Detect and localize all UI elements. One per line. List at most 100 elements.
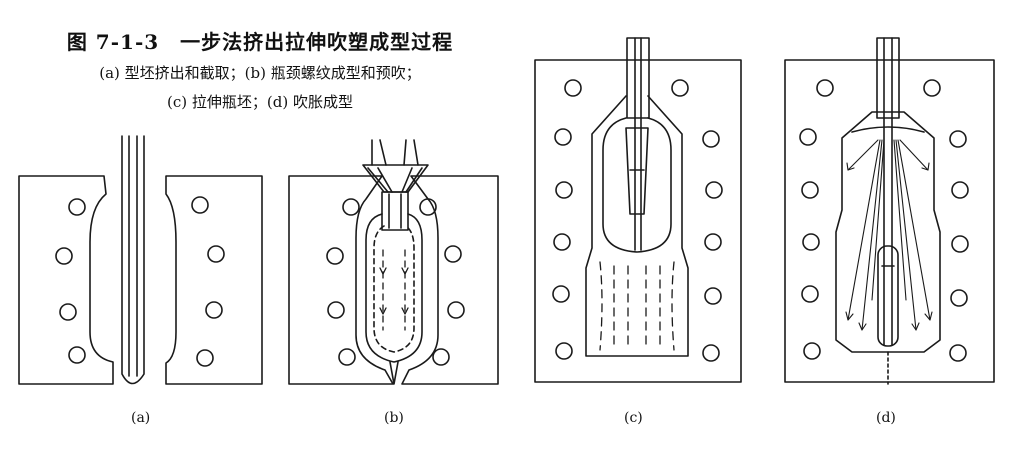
- blow-head-line: [403, 139, 407, 166]
- cooling-hole: [704, 287, 722, 305]
- cooling-hole: [803, 342, 821, 360]
- cooling-hole: [59, 303, 77, 321]
- parison-tube: [121, 135, 145, 385]
- cooling-hole: [191, 196, 209, 214]
- cooling-hole: [327, 301, 345, 319]
- air-flow-arrowhead: [921, 162, 930, 171]
- cooling-hole: [802, 233, 820, 251]
- air-flow-arrow: [871, 139, 885, 301]
- cooling-hole: [554, 128, 572, 146]
- cooling-hole: [705, 181, 723, 199]
- mold-left-half: [288, 175, 394, 385]
- cooling-holes: [552, 79, 723, 362]
- cooling-hole: [419, 198, 437, 216]
- mold-left-half: [18, 175, 114, 385]
- cooling-holes: [326, 198, 465, 366]
- cooling-hole: [326, 247, 344, 265]
- panel-a: [18, 135, 263, 385]
- cooling-holes: [55, 196, 225, 367]
- panel-label-b: (b): [384, 410, 404, 426]
- panel-label-c: (c): [624, 410, 643, 426]
- blow-head-line: [377, 167, 393, 193]
- rod-tip: [877, 245, 899, 347]
- cooling-hole: [553, 233, 571, 251]
- cooling-hole: [196, 349, 214, 367]
- mold-right-half: [165, 175, 263, 385]
- cooling-hole: [949, 130, 967, 148]
- cooling-hole: [207, 245, 225, 263]
- panel-c: [534, 37, 742, 383]
- blown-bottle: [835, 111, 941, 353]
- air-flow-arrowhead: [846, 162, 855, 171]
- air-flow-arrowhead: [924, 311, 933, 321]
- mold-block: [534, 59, 742, 383]
- air-flow-arrowhead: [401, 267, 409, 275]
- blow-head-line: [405, 167, 423, 193]
- air-flow-arrowhead: [401, 307, 409, 315]
- air-flow-arrowhead: [858, 322, 867, 331]
- panel-b: [288, 139, 499, 385]
- cooling-hole: [432, 348, 450, 366]
- blow-pin: [381, 191, 409, 231]
- blow-head-line: [379, 139, 387, 166]
- cooling-hole: [555, 181, 573, 199]
- air-flow-arrowhead: [911, 322, 920, 331]
- air-flow-arrow: [893, 139, 907, 301]
- air-flow-arrow: [847, 139, 881, 321]
- air-flow-arrow: [899, 139, 929, 171]
- cooling-hole: [447, 301, 465, 319]
- cooling-hole: [950, 289, 968, 307]
- air-flow-arrowhead: [845, 311, 854, 321]
- cooling-hole: [799, 128, 817, 146]
- mold-cavity: [585, 95, 689, 357]
- air-flow-arrow: [897, 139, 931, 321]
- cooling-hole: [951, 235, 969, 253]
- stretch-rod-housing: [876, 37, 900, 119]
- cooling-hole: [801, 285, 819, 303]
- cooling-hole: [702, 344, 720, 362]
- air-flow-arrow: [861, 139, 883, 331]
- preblown-parison: [365, 213, 423, 363]
- blow-head-line: [413, 139, 419, 166]
- cooling-hole: [816, 79, 834, 97]
- air-flow-arrowhead: [379, 267, 387, 275]
- air-flow-arrow: [895, 139, 917, 331]
- caption-line-1: (a) 型坯挤出和截取；(b) 瓶颈螺纹成型和预吹；: [99, 64, 421, 82]
- cooling-hole: [552, 285, 570, 303]
- stretch-rod-housing: [626, 37, 650, 119]
- air-flow-arrow: [847, 139, 879, 171]
- cooling-hole: [564, 79, 582, 97]
- air-flow-arrows: [379, 249, 409, 331]
- cooling-hole: [444, 245, 462, 263]
- caption-line-2: (c) 拉伸瓶坯；(d) 吹胀成型: [167, 93, 353, 111]
- air-flow-arrowhead: [379, 307, 387, 315]
- blow-head-line: [401, 167, 413, 193]
- mold-block: [784, 59, 995, 383]
- cooling-hole: [338, 348, 356, 366]
- cooling-hole: [671, 79, 689, 97]
- cooling-hole: [801, 181, 819, 199]
- mold-right-half: [401, 175, 499, 385]
- cooling-hole: [68, 198, 86, 216]
- cooling-hole: [949, 344, 967, 362]
- cooling-hole: [923, 79, 941, 97]
- preblown-parison-inner: [373, 225, 415, 353]
- pinch-off: [389, 361, 399, 385]
- air-flow-arrows: [845, 139, 933, 331]
- cooling-hole: [555, 342, 573, 360]
- cooling-hole: [951, 181, 969, 199]
- cooling-hole: [205, 301, 223, 319]
- cooling-hole: [702, 130, 720, 148]
- cooling-hole: [55, 247, 73, 265]
- stretched-preform: [602, 117, 672, 253]
- final-bottle-outline: [599, 261, 675, 351]
- panel-label-a: (a): [131, 410, 151, 426]
- figure-title: 图 7-1-3 一步法挤出拉伸吹塑成型过程: [66, 30, 454, 54]
- blown-bottle-shoulder: [851, 126, 925, 133]
- cooling-hole: [68, 346, 86, 364]
- panel-label-d: (d): [876, 410, 896, 426]
- panel-d: [784, 37, 995, 385]
- preform-tip: [625, 127, 649, 215]
- cooling-hole: [342, 198, 360, 216]
